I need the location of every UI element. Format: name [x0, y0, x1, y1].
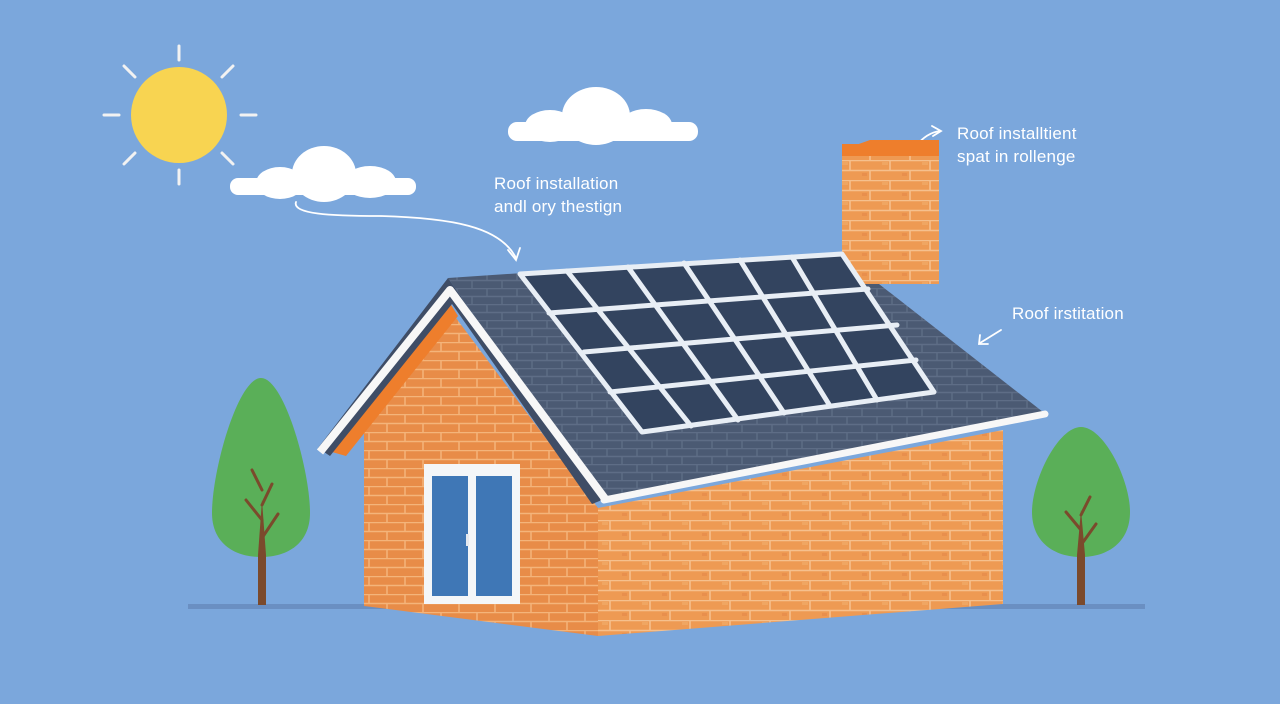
annotation-line: andl ory thestign [494, 197, 623, 216]
arrow-icon [295, 201, 521, 262]
cloud-icon [230, 146, 416, 202]
window [424, 464, 520, 604]
arrow-icon [977, 329, 1002, 345]
annotation-line: Roof installation [494, 174, 619, 193]
cloud-icon [508, 87, 698, 145]
chimney-icon [842, 140, 939, 284]
annotation-line: Roof installtient [957, 124, 1077, 143]
tree-icon [212, 378, 310, 605]
annotation-roof-installtient: Roof installtient spat in rollenge [957, 122, 1077, 168]
annotation-line: spat in rollenge [957, 147, 1076, 166]
annotation-roof-irstitation: Roof irstitation [1012, 302, 1124, 325]
tree-icon [1032, 427, 1130, 605]
annotation-line: Roof irstitation [1012, 304, 1124, 323]
annotation-roof-installation: Roof installation andl ory thestign [494, 172, 622, 218]
solar-panel-icon [517, 251, 937, 435]
sun-icon [102, 44, 258, 186]
